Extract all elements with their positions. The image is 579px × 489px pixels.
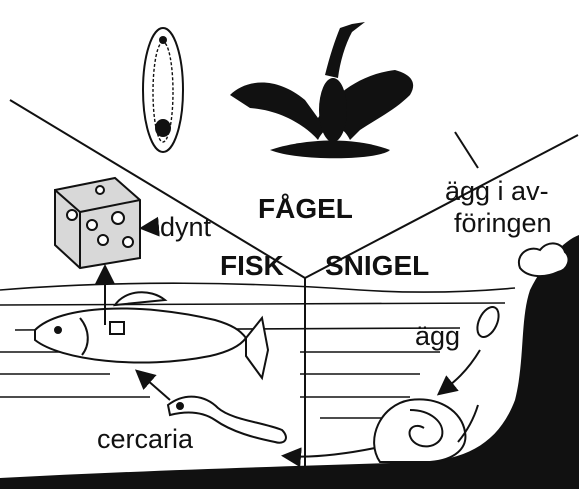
egg-to-snail-arrow [440, 350, 480, 393]
egg-illustration [473, 304, 503, 341]
feces-illustration [519, 243, 569, 276]
label-agg: ägg [415, 321, 460, 351]
divider-tick [455, 132, 478, 168]
label-cercaria: cercaria [97, 424, 194, 454]
dropping-block-illustration [55, 178, 140, 268]
adult-fluke-illustration [143, 28, 183, 152]
dropping-arrow [143, 227, 155, 228]
lake-bottom [0, 235, 579, 489]
snail-illustration [374, 399, 478, 462]
cormorant-bird-illustration [230, 22, 413, 158]
label-snigel: SNIGEL [325, 250, 429, 281]
cercaria-to-fish-arrow [138, 372, 170, 400]
label-agg-avforingen-line1: ägg i av- [445, 176, 549, 206]
label-fisk: FISK [220, 250, 284, 281]
label-agg-avforingen-line2: föringen [454, 208, 552, 238]
label-fagel: FÅGEL [258, 193, 353, 224]
snail-to-cercaria-arrow [285, 448, 375, 457]
label-dynt: dynt [160, 212, 212, 242]
